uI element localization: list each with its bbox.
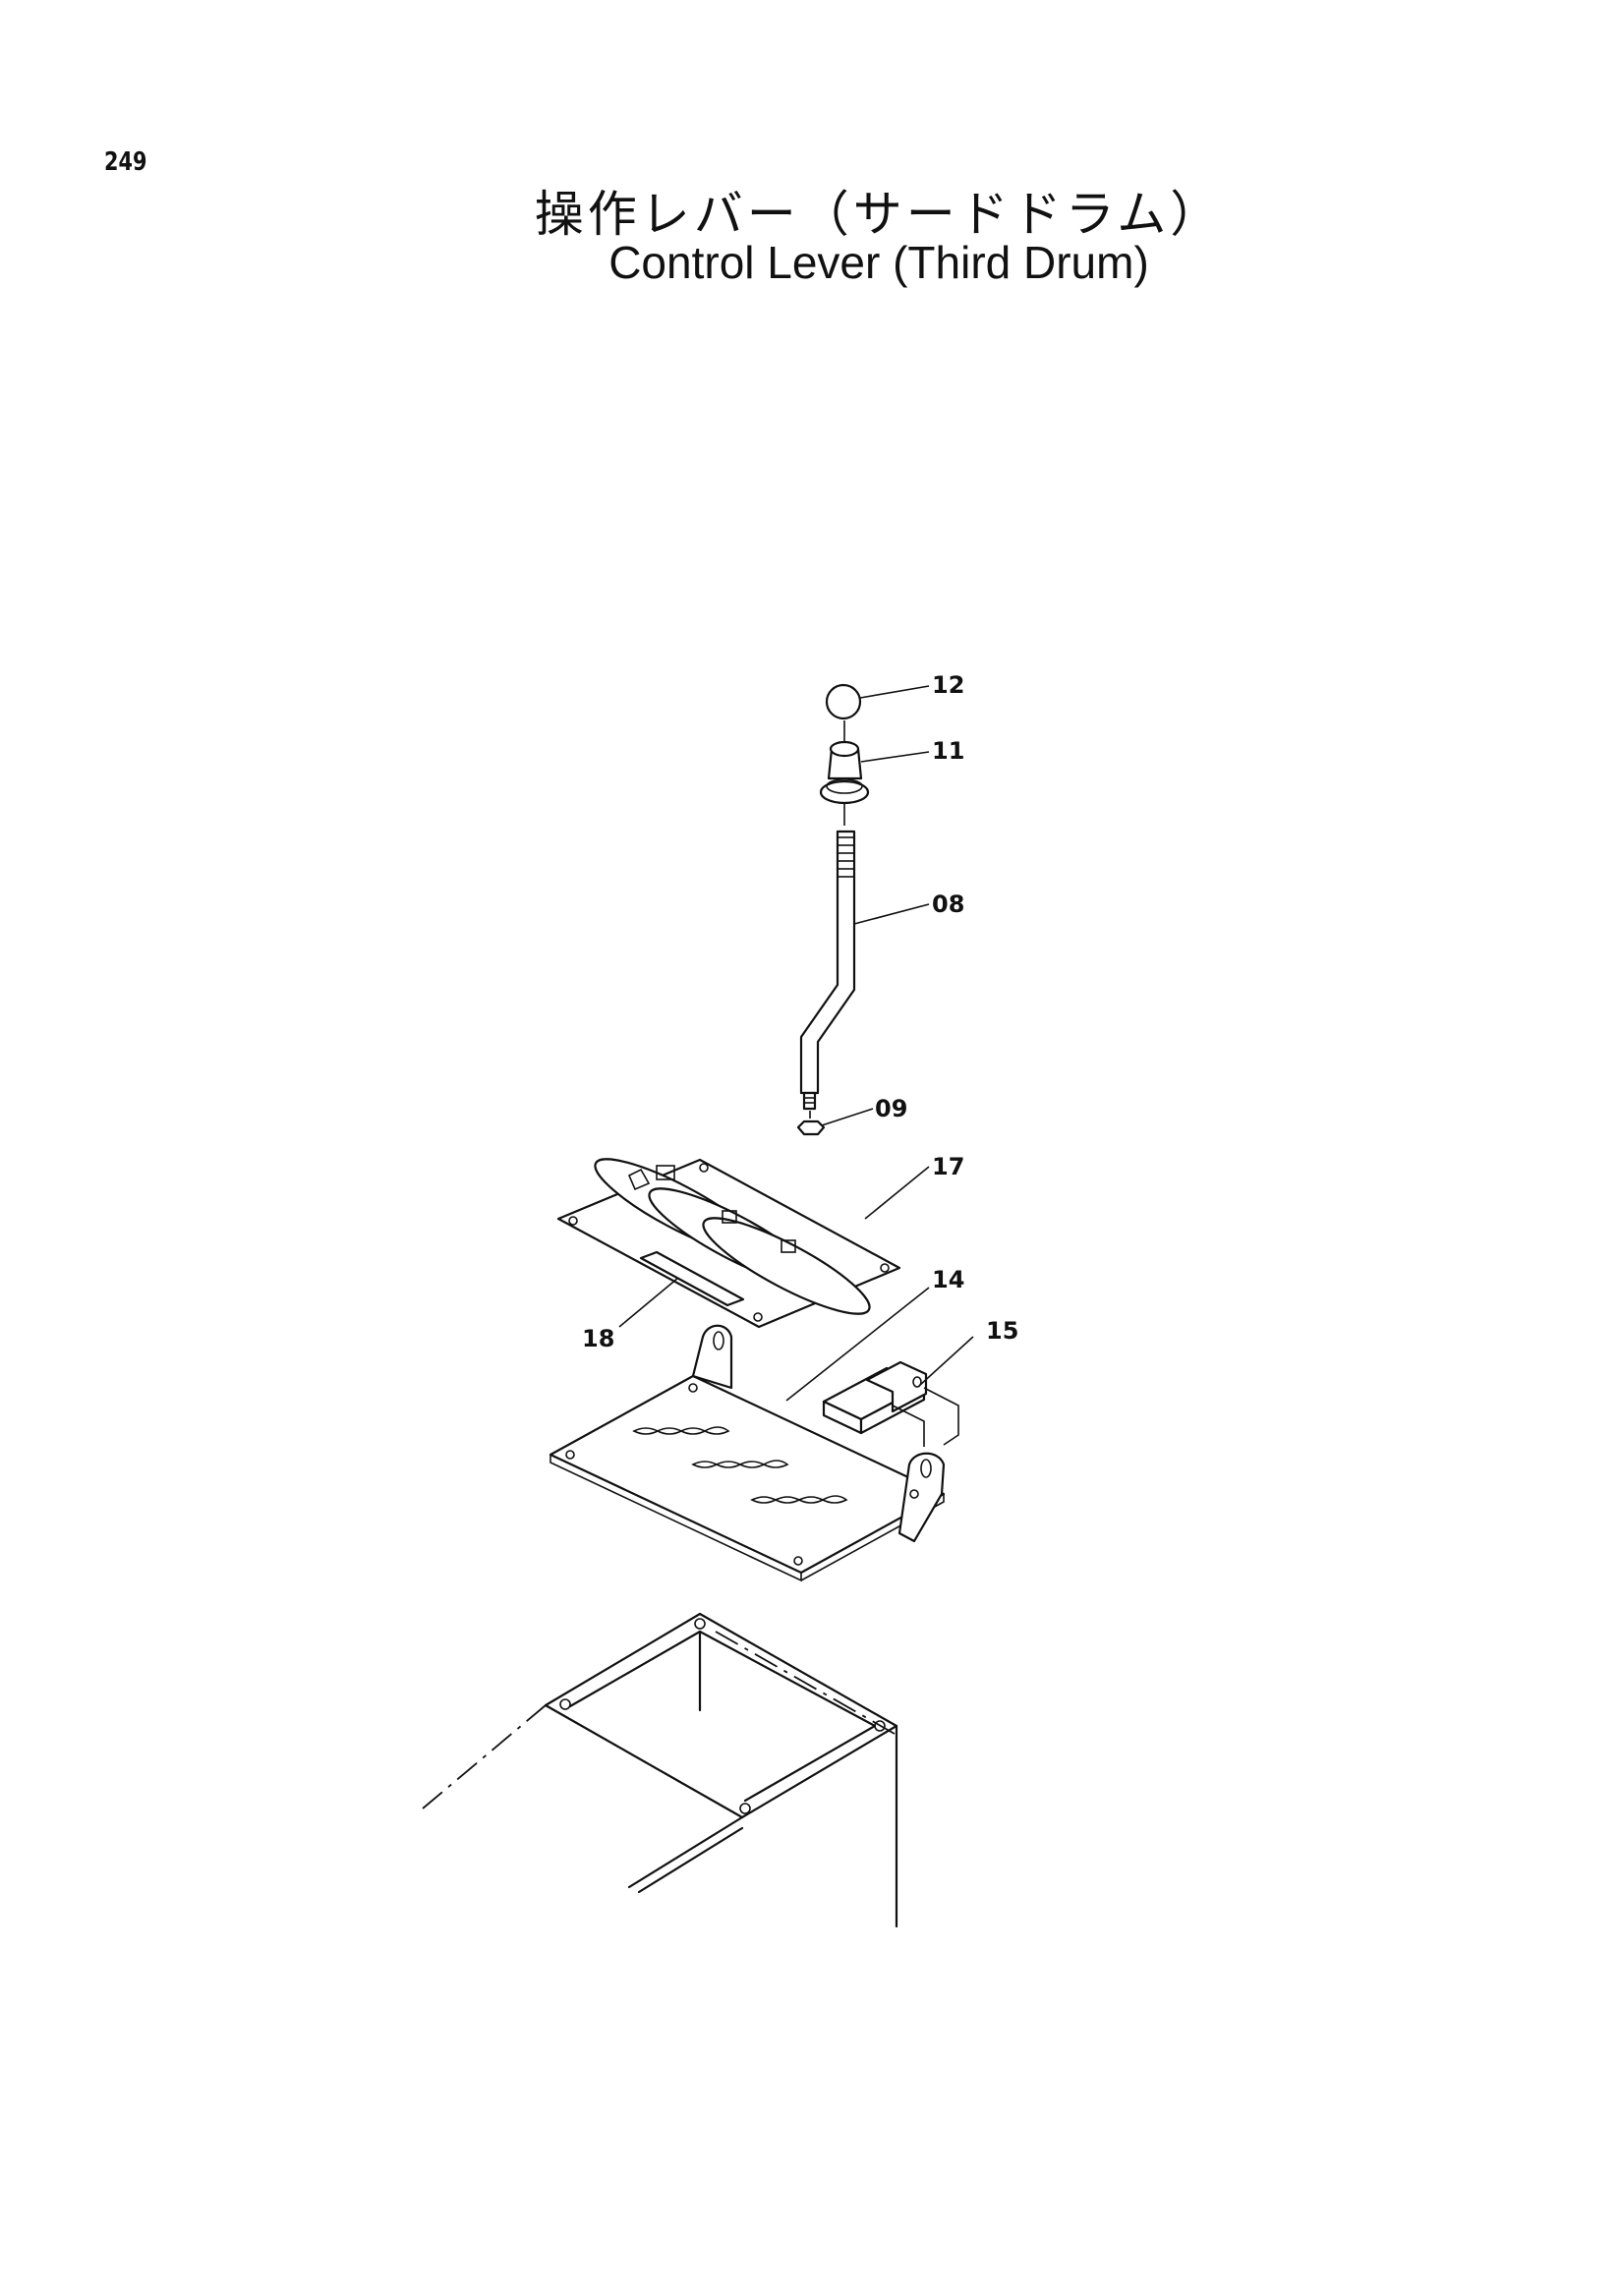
callout-17[interactable]: 17 — [932, 1153, 964, 1180]
callout-12[interactable]: 12 — [932, 671, 964, 699]
title-japanese: 操作レバー（サードドラム） — [534, 186, 1224, 243]
callout-08[interactable]: 08 — [932, 890, 964, 918]
part-14-bracket[interactable] — [549, 1324, 946, 1582]
title-english: Control Lever (Third Drum) — [608, 237, 1149, 288]
part-17-guide-plate[interactable] — [556, 1144, 901, 1329]
part-18-label[interactable] — [639, 1250, 745, 1307]
callout-09[interactable]: 09 — [875, 1095, 907, 1122]
part-11-boot[interactable] — [819, 720, 870, 805]
part-15-block[interactable] — [822, 1360, 959, 1447]
frame-base — [422, 1612, 898, 1928]
page-number: 249 — [104, 147, 147, 177]
part-08-lever-rod[interactable] — [799, 804, 856, 1111]
callout-14[interactable]: 14 — [932, 1266, 964, 1293]
part-09-nut[interactable] — [796, 1111, 826, 1136]
leader-lines — [618, 685, 974, 1402]
callout-11[interactable]: 11 — [932, 737, 964, 765]
part-12-knob[interactable] — [825, 683, 862, 720]
callout-18[interactable]: 18 — [582, 1325, 614, 1352]
callout-15[interactable]: 15 — [986, 1317, 1018, 1345]
